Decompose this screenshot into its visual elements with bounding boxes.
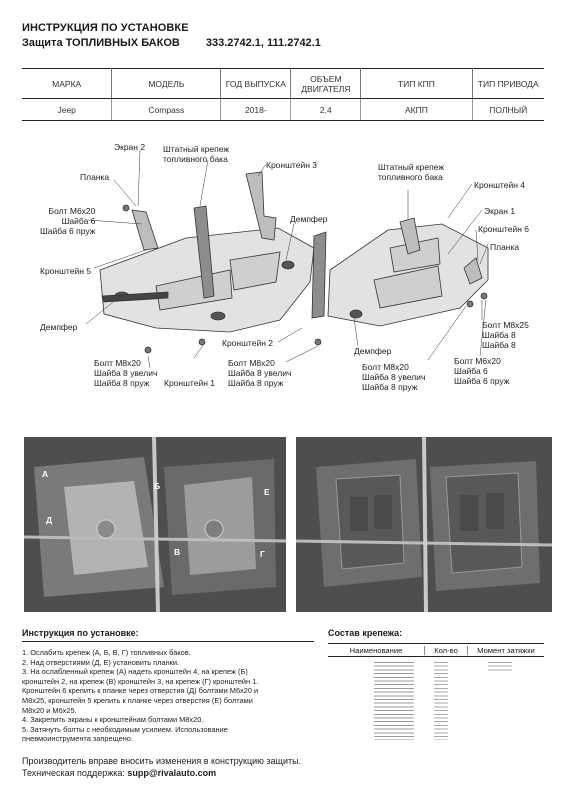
spec-header-drive: ТИП ПРИВОДА <box>472 68 544 99</box>
label-stock-fastener-right: Штатный крепеж топливного бака <box>378 162 445 182</box>
support-line: Техническая поддержка: supp@rivalauto.co… <box>22 767 301 779</box>
instruction-line: 4. Закрепить экраны к кронштейнам болтам… <box>22 715 204 725</box>
spec-header-row: МАРКА МОДЕЛЬ ГОД ВЫПУСКА ОБЪЕМ ДВИГАТЕЛЯ… <box>22 68 544 99</box>
photo-marker-b: Б <box>154 481 161 491</box>
label-bolt-m8x25: Болт М8х25 Шайба 8 Шайба 8 <box>482 320 529 350</box>
undercarriage-photo-left <box>24 437 286 612</box>
label-planka-left: Планка <box>80 172 110 182</box>
document-title: ИНСТРУКЦИЯ ПО УСТАНОВКЕ <box>22 22 189 34</box>
label-bolt-m6-right: Болт М6х20 Шайба 6 Шайба 6 пруж <box>454 356 510 386</box>
vehicle-spec-table: МАРКА МОДЕЛЬ ГОД ВЫПУСКА ОБЪЕМ ДВИГАТЕЛЯ… <box>22 68 544 121</box>
composition-header-row: Наименование Кол-во Момент затяжки <box>328 643 544 657</box>
label-kronshtein-2: Кронштейн 2 <box>222 338 273 348</box>
support-label: Техническая поддержка: <box>22 768 125 778</box>
label-kronshtein-1: Кронштейн 1 <box>164 378 215 388</box>
spec-make: Jeep <box>22 98 113 121</box>
label-kronshtein-6: Кронштейн 6 <box>478 224 529 234</box>
instruction-line: 3. На ослабленный крепеж (А) надеть крон… <box>22 667 248 677</box>
product-line: Защита ТОПЛИВНЫХ БАКОВ 333.2742.1, 111.27… <box>22 37 542 49</box>
composition-rows-unreadable <box>328 660 544 740</box>
instruction-line: 2. Над отверстиями (Д, Е) установить пла… <box>22 657 180 667</box>
installation-instructions: Инструкция по установке: 1. Ослабить кре… <box>22 628 314 744</box>
spec-header-gearbox: ТИП КПП <box>360 68 473 99</box>
composition-header-name: Наименование <box>349 645 403 655</box>
assembly-drawing <box>85 149 489 369</box>
label-kronshtein-3: Кронштейн 3 <box>266 160 317 170</box>
support-email-link[interactable]: supp@rivalauto.com <box>127 768 217 778</box>
label-ekran-1: Экран 1 <box>484 206 516 216</box>
label-bolt-m8-right: Болт М8х20 Шайба 8 увелич Шайба 8 пруж <box>362 362 426 392</box>
spec-header-model: МОДЕЛЬ <box>111 68 222 99</box>
instruction-line: М8х25, кронштейн 5 крепить к планке чере… <box>22 695 253 705</box>
label-dempfer-top: Демпфер <box>290 214 328 224</box>
composition-torque-illegible <box>468 660 544 740</box>
label-bolt-m6-left: Болт М6х20 Шайба 6 Шайба 6 пруж <box>40 206 96 236</box>
composition-title: Состав крепежа: <box>328 628 403 638</box>
composition-qty-illegible <box>424 660 468 740</box>
label-bolt-m8-mid: Болт М8х20 Шайба 8 увелич Шайба 8 пруж <box>228 358 292 388</box>
photo-after-install <box>296 437 552 612</box>
product-codes: 333.2742.1, 111.2742.1 <box>205 37 321 49</box>
instruction-line: 5. Затянуть болты с необходимым усилием.… <box>22 724 228 734</box>
product-name: Защита ТОПЛИВНЫХ БАКОВ <box>22 37 180 49</box>
disclaimer-text: Производитель вправе вносить изменения в… <box>22 756 302 766</box>
instruction-line: М8х20 и М6х25. <box>22 705 77 715</box>
instruction-line: 1. Ослабить крепеж (А, Б, В, Г) топливны… <box>22 648 191 657</box>
label-dempfer-right: Демпфер <box>354 346 392 356</box>
photo-marker-d: Д <box>46 515 53 525</box>
composition-header-qty: Кол-во <box>424 645 468 655</box>
label-dempfer-left: Демпфер <box>40 322 78 332</box>
label-kronshtein-5: Кронштейн 5 <box>40 266 91 276</box>
instruction-line: пневмоинструмента запрещено. <box>22 734 133 744</box>
spec-model: Compass <box>111 98 222 121</box>
photo-marker-a: А <box>42 469 49 479</box>
label-bolt-m8-left: Болт М8х20 Шайба 8 увелич Шайба 8 пруж <box>94 358 158 388</box>
document-footer: Производитель вправе вносить изменения в… <box>22 755 301 779</box>
instruction-line: Кронштейн 6 крепить к планке через отвер… <box>22 686 259 696</box>
spec-engine: 2,4 <box>290 98 362 121</box>
spec-header-make: МАРКА <box>22 68 113 99</box>
composition-header-torque: Момент затяжки <box>477 645 535 655</box>
fastener-composition: Состав крепежа: Наименование Кол-во Моме… <box>328 628 544 740</box>
photo-before-install: А Д Б Е В Г <box>24 437 286 612</box>
undercarriage-photo-right <box>296 437 552 612</box>
label-ekran-2: Экран 2 <box>114 142 146 152</box>
spec-gearbox: АКПП <box>360 98 473 121</box>
instruction-line: кронштейн 2, на крепеж (В) кронштейн 3, … <box>22 676 259 686</box>
label-planka-right: Планка <box>490 242 520 252</box>
instructions-title: Инструкция по установке: <box>22 628 314 642</box>
spec-year: 2018- <box>220 98 292 121</box>
photo-marker-e: Е <box>264 487 270 497</box>
photo-marker-g: Г <box>260 549 265 559</box>
assembly-diagram: Экран 2 Штатный крепеж топливного бака К… <box>18 120 548 420</box>
document-header: ИНСТРУКЦИЯ ПО УСТАНОВКЕ Защита ТОПЛИВНЫХ… <box>22 22 542 49</box>
photo-marker-v: В <box>174 547 181 557</box>
label-kronshtein-4: Кронштейн 4 <box>474 180 525 190</box>
spec-value-row: Jeep Compass 2018- 2,4 АКПП ПОЛНЫЙ <box>22 98 544 121</box>
label-stock-fastener-left: Штатный крепеж топливного бака <box>163 144 230 164</box>
spec-header-engine: ОБЪЕМ ДВИГАТЕЛЯ <box>290 68 362 99</box>
spec-drive: ПОЛНЫЙ <box>472 98 544 121</box>
spec-header-year: ГОД ВЫПУСКА <box>220 68 292 99</box>
composition-names-illegible <box>328 660 424 740</box>
